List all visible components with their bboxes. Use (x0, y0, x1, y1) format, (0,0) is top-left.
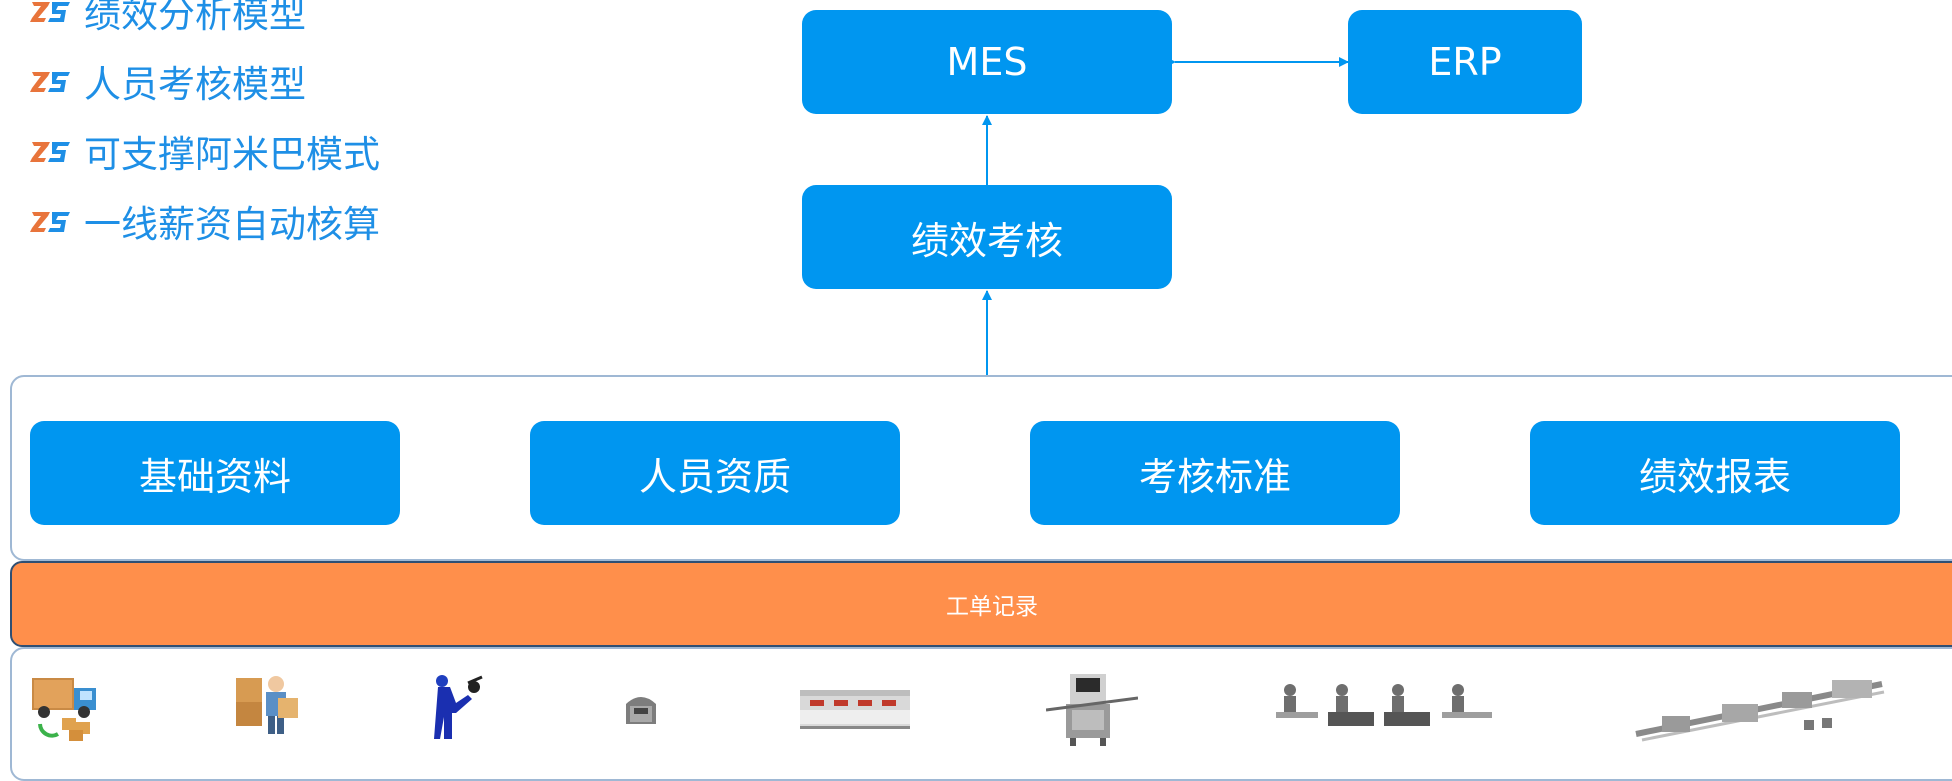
module-box-qualification: 人员资质 (530, 421, 900, 525)
module-label: 绩效报表 (1638, 454, 1791, 499)
feature-label: 一线薪资自动核算 (84, 203, 380, 246)
assembly-workers-icon (1276, 684, 1492, 726)
feature-label: 可支撑阿米巴模式 (84, 133, 380, 176)
production-line-icon (1635, 680, 1885, 742)
erp-label: ERP (1428, 40, 1502, 84)
feature-item: 人员考核模型 (28, 54, 306, 108)
work-order-band: 工单记录 (10, 561, 1952, 647)
performance-label: 绩效考核 (910, 218, 1063, 263)
connector-arrows (982, 57, 1349, 375)
technician-icon (434, 675, 483, 739)
zg-logo-icon (30, 212, 70, 232)
module-box-standard: 考核标准 (1030, 421, 1400, 525)
warehouse-worker-icon (236, 676, 298, 734)
module-label: 人员资质 (638, 454, 791, 499)
feature-label: 人员考核模型 (84, 63, 306, 106)
feature-item: 绩效分析模型 (28, 0, 306, 38)
module-label: 考核标准 (1138, 454, 1291, 499)
erp-box: ERP (1348, 10, 1582, 114)
zg-logo-icon (30, 142, 70, 162)
module-label: 基础资料 (138, 454, 291, 499)
zg-logo-icon (30, 72, 70, 92)
module-box-report: 绩效报表 (1530, 421, 1900, 525)
feature-item: 可支撑阿米巴模式 (28, 124, 380, 178)
mes-label: MES (946, 40, 1028, 84)
inspection-machine-icon (1046, 674, 1138, 746)
small-machine-icon (626, 697, 656, 724)
feature-item: 一线薪资自动核算 (28, 194, 380, 248)
mes-box: MES (802, 10, 1172, 114)
performance-box: 绩效考核 (802, 185, 1172, 289)
delivery-truck-icon (32, 678, 96, 741)
zg-logo-icon (30, 2, 70, 22)
work-order-label: 工单记录 (946, 594, 1038, 620)
reflow-oven-icon (800, 690, 910, 729)
feature-label: 绩效分析模型 (84, 0, 306, 36)
module-box-basic-data: 基础资料 (30, 421, 400, 525)
